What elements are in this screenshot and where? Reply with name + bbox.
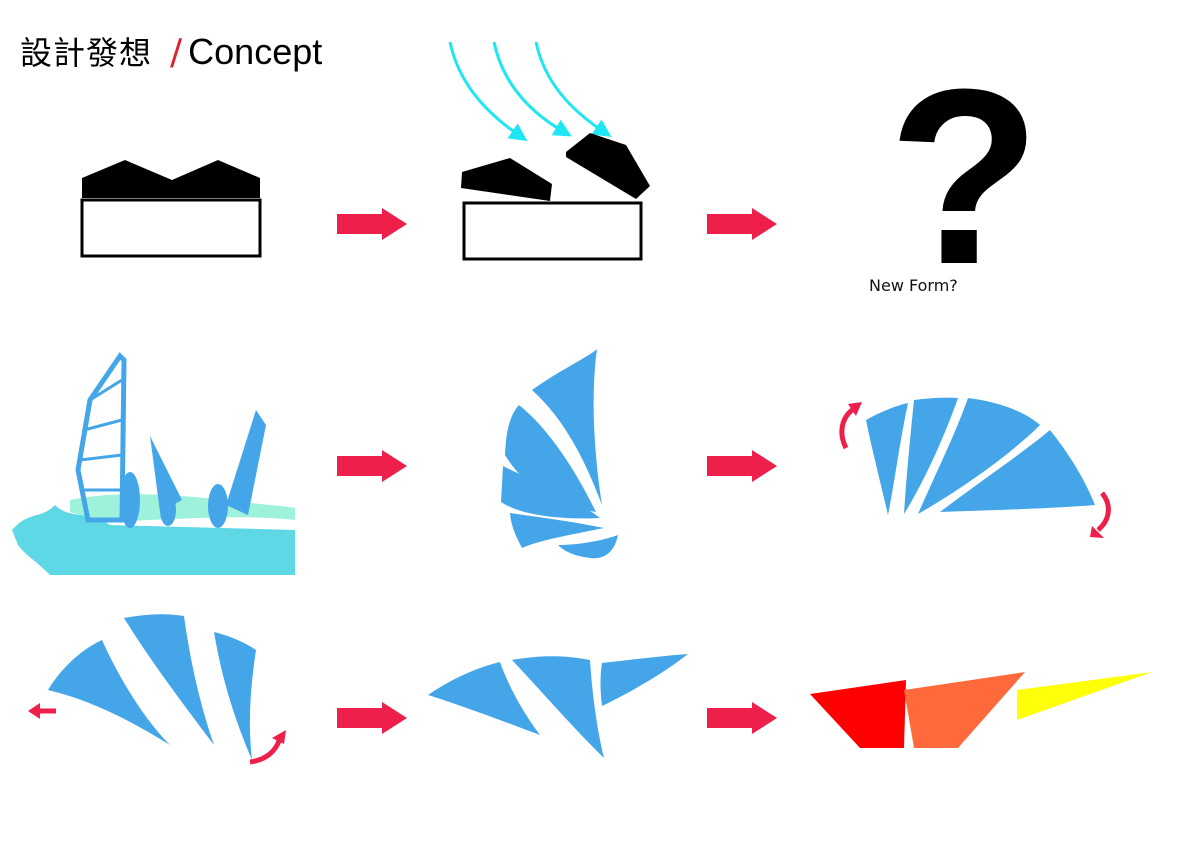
reflow-arrowhead-right (272, 730, 286, 744)
wind-arrow-1 (448, 41, 528, 142)
step-arrow-r1-a (337, 208, 407, 240)
flattened-sail (428, 654, 688, 758)
new-form-caption: New Form? (869, 276, 958, 295)
rotate-arrowhead-top (848, 402, 862, 416)
rotated-sail (839, 397, 1111, 538)
rotated-segment-1 (866, 403, 908, 515)
sail-board (558, 535, 618, 559)
reflow-segment-3 (214, 632, 256, 760)
triangle-orange (904, 672, 1025, 748)
title-chinese: 設計發想 (20, 34, 153, 72)
reflow-arrow-right (249, 737, 283, 765)
step-arrow-r2-a (337, 450, 407, 482)
rotated-segment-2 (904, 397, 958, 514)
reflow-arrowhead-left (28, 703, 40, 719)
windsurfers-photo (12, 352, 295, 575)
title-slash: / (170, 32, 183, 73)
roof-piece-right (566, 133, 650, 199)
rotated-segment-4 (940, 430, 1095, 512)
sail-batten-1 (89, 378, 123, 402)
water-waves (70, 494, 295, 521)
building-box (80, 198, 262, 258)
water-splash (12, 505, 295, 575)
rotate-arrow-top (839, 405, 857, 450)
sail-batten-2 (83, 418, 123, 432)
surfer-figure-1 (120, 472, 140, 528)
reflowed-sail (28, 614, 286, 765)
step-arrow-r1-b (707, 208, 777, 240)
sail-segment-1 (532, 349, 602, 505)
rotate-arrow-bottom (1096, 491, 1111, 532)
flat-segment-2 (512, 656, 604, 758)
reflow-segment-1 (48, 640, 170, 745)
rotated-segment-3 (918, 398, 1040, 514)
colored-triangles (810, 672, 1152, 748)
wind-split-roof (448, 41, 650, 261)
step-arrow-r3-b (707, 702, 777, 734)
roof-building (80, 160, 262, 258)
triangle-yellow (1017, 672, 1152, 720)
reflow-segment-2 (124, 614, 214, 745)
sail-segment-4 (510, 513, 604, 548)
step-arrow-r2-b (707, 450, 777, 482)
wind-arrow-2 (492, 41, 572, 137)
flat-segment-3 (600, 654, 688, 706)
sail-batten-3 (79, 453, 123, 462)
step-arrow-r3-a (337, 702, 407, 734)
roof-piece-left (461, 158, 552, 201)
step-arrows (337, 208, 777, 734)
wind-arrow-3 (534, 41, 612, 137)
triangle-red (810, 680, 906, 748)
sail-segment-2 (505, 405, 596, 512)
question-mark: ? (888, 37, 1041, 316)
windsurfer-sail-2 (150, 436, 182, 512)
surfer-figure-3 (208, 484, 228, 528)
page-title: 設計發想 /Concept (20, 28, 322, 77)
sail-segment-3 (501, 466, 600, 519)
title-english: Concept (188, 31, 323, 72)
surfer-figure-2 (160, 494, 176, 526)
sail-segments (501, 349, 618, 559)
flat-segment-1 (428, 662, 540, 735)
windsurfer-sail-3 (226, 410, 266, 515)
building-box-2 (462, 201, 643, 261)
roof-shape (82, 160, 260, 198)
rotate-arrowhead-bottom (1090, 526, 1104, 538)
